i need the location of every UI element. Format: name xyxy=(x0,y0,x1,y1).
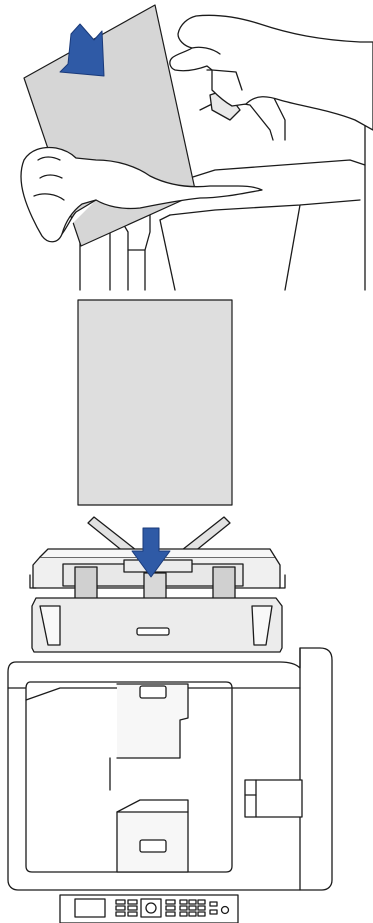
illustration-paper-into-tray xyxy=(8,300,332,923)
paper-sheet-top-view xyxy=(78,300,232,505)
printer-body xyxy=(8,648,332,890)
arrow-down-right-icon xyxy=(60,24,104,76)
illustration-hands-inserting-paper xyxy=(21,5,373,290)
right-hand xyxy=(170,15,373,130)
control-panel xyxy=(60,895,238,923)
feed-tray-cover xyxy=(32,598,282,652)
